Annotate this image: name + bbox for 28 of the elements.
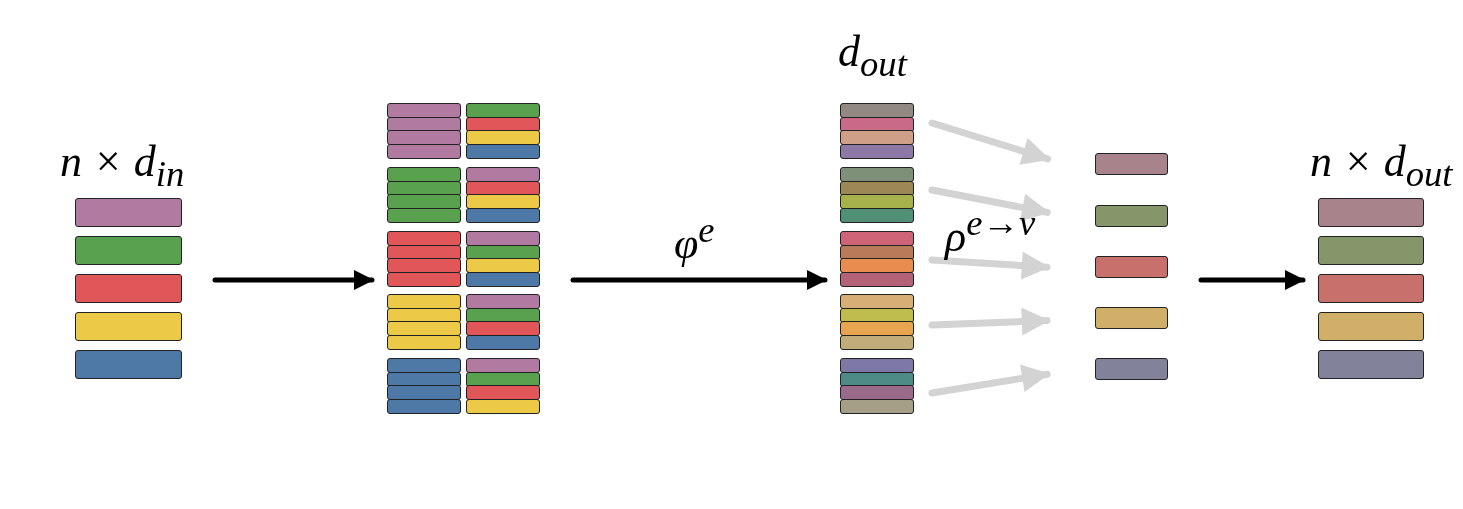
arrow — [1198, 270, 1306, 290]
arrow — [928, 186, 1051, 222]
matrix-label: d$_{out}$ — [838, 30, 907, 83]
row-group — [840, 358, 914, 412]
matrix-row — [1095, 256, 1168, 278]
edge-label: φ$^{e}$ — [674, 212, 715, 266]
matrix-row — [1095, 358, 1168, 380]
matrix-stack — [1095, 153, 1168, 380]
row-group — [840, 231, 914, 285]
matrix-stack — [840, 103, 914, 412]
function-label: ρ$^{e→v}$ — [945, 205, 1036, 259]
arrow — [570, 270, 828, 290]
arrow — [928, 251, 1051, 280]
row-group — [840, 167, 914, 221]
matrix-row — [1095, 205, 1168, 227]
row-group — [840, 294, 914, 348]
matrix-stack — [75, 198, 182, 380]
arrow — [928, 307, 1051, 336]
matrix-label: n × d$_{out}$ — [1310, 140, 1453, 193]
matrix-stack — [1318, 198, 1424, 380]
arrow — [212, 270, 375, 290]
matrix-row — [1095, 153, 1168, 175]
matrix-label: n × d$_{in}$ — [60, 140, 185, 193]
arrow — [928, 364, 1051, 397]
matrix-stack — [387, 103, 540, 412]
arrow — [928, 119, 1052, 165]
matrix-row — [1095, 307, 1168, 329]
row-group — [840, 103, 914, 157]
